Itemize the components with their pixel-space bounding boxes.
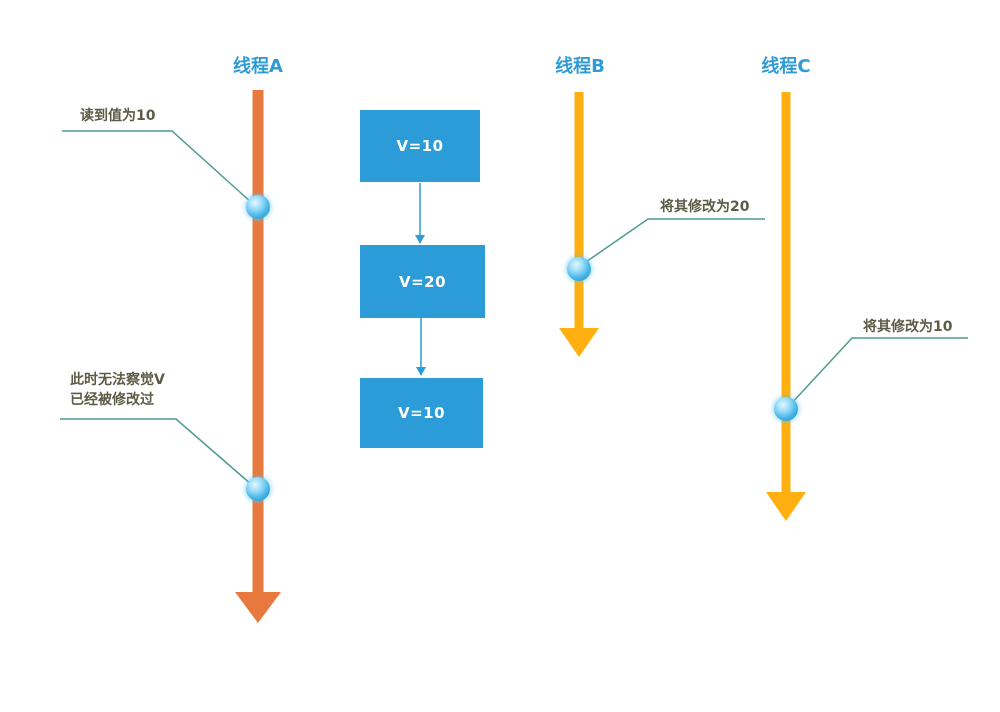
thread-b-arrowhead-icon [559, 328, 599, 357]
event-marker-a-read [246, 195, 270, 219]
event-marker-c-modify [774, 397, 798, 421]
event-marker-b-modify [567, 257, 591, 281]
thread-c-arrowhead-icon [766, 492, 806, 521]
box1-to-box2-arrowhead-icon [415, 235, 425, 244]
annotation-modify-10: 将其修改为10 [863, 319, 953, 335]
value-box-3: V=10 [360, 378, 483, 448]
thread-b-title: 线程B [555, 56, 605, 77]
callout-line-cannot-detect [60, 418, 253, 486]
event-marker-a-recheck [246, 477, 270, 501]
value-box-2: V=20 [360, 245, 485, 318]
thread-c-title: 线程C [761, 56, 811, 77]
annotation-modify-20: 将其修改为20 [660, 199, 750, 215]
box2-to-box3-arrowhead-icon [416, 367, 426, 376]
annotation-read-10: 读到值为10 [80, 108, 156, 124]
thread-a-title: 线程A [233, 56, 283, 77]
thread-a-arrowhead-icon [235, 592, 281, 623]
value-box-1: V=10 [360, 110, 480, 182]
callout-line-modify-20 [582, 218, 765, 265]
callout-line-read-10 [62, 130, 253, 204]
annotation-cannot-detect: 此时无法察觉V 已经被修改过 [70, 372, 165, 409]
callout-line-modify-10 [789, 337, 968, 406]
